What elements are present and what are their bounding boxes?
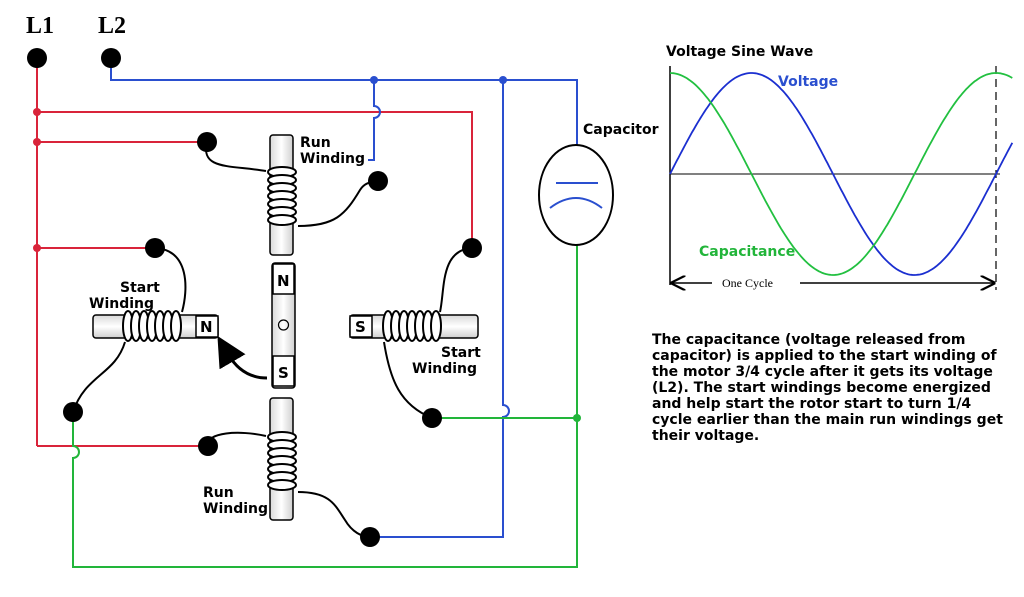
capacitor-label: Capacitor xyxy=(583,122,659,138)
capacitor-wiring xyxy=(72,240,578,568)
rotor xyxy=(271,262,296,389)
right-pole-label: S xyxy=(355,318,366,336)
capacitor-junction xyxy=(573,414,581,422)
l1-junctions xyxy=(33,108,41,252)
capacitor xyxy=(538,144,614,246)
top-run-winding-label-2: Winding xyxy=(300,151,365,167)
rotation-arrow xyxy=(217,335,268,380)
sine-wave-graph: Voltage Sine Wave Voltage Capacitance On… xyxy=(666,44,1014,290)
top-run-winding xyxy=(197,132,388,227)
capacitance-label: Capacitance xyxy=(699,244,795,260)
l1-label: L1 xyxy=(26,13,54,39)
right-start-winding-label-1: Start xyxy=(441,345,481,361)
left-start-winding-label-1: Start xyxy=(120,280,160,296)
l1-terminal xyxy=(27,48,47,68)
right-pole-face xyxy=(349,315,373,338)
bottom-run-winding-label-1: Run xyxy=(203,485,234,501)
graph-title: Voltage Sine Wave xyxy=(666,44,813,60)
l1-wiring xyxy=(36,60,473,447)
l2-wiring xyxy=(110,60,578,538)
l2-terminal xyxy=(101,48,121,68)
bottom-run-winding-label-2: Winding xyxy=(203,501,268,517)
l2-label: L2 xyxy=(98,13,126,39)
left-start-winding-label-2: Winding xyxy=(89,296,154,312)
explanation-text: The capacitance (voltage released from c… xyxy=(652,332,1003,444)
right-start-winding-label-2: Winding xyxy=(412,361,477,377)
left-pole-face xyxy=(195,315,219,338)
voltage-wave xyxy=(669,72,1014,276)
left-start-winding xyxy=(63,238,187,422)
l2-junctions xyxy=(370,76,507,84)
bottom-run-winding xyxy=(198,431,380,547)
capacitance-wave xyxy=(669,72,1013,276)
right-start-winding xyxy=(382,238,482,428)
left-pole-label: N xyxy=(200,318,213,336)
rotor-north-label: N xyxy=(277,272,290,290)
rotor-south-label: S xyxy=(278,364,289,382)
voltage-label: Voltage xyxy=(778,74,838,90)
cycle-label: One Cycle xyxy=(722,276,773,290)
top-run-winding-label-1: Run xyxy=(300,135,331,151)
